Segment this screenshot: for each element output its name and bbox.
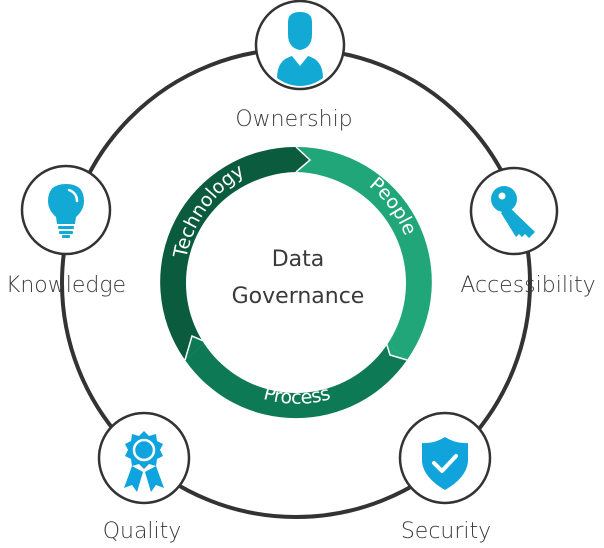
process-ring	[160, 146, 432, 419]
center-title-line1: Data	[272, 247, 325, 272]
node-label-knowledge: Knowledge	[6, 273, 126, 298]
award-ribbon-icon	[124, 431, 164, 492]
key-icon	[491, 186, 535, 238]
node-accessibility	[469, 166, 559, 256]
node-quality	[97, 411, 191, 505]
user-icon	[277, 12, 323, 86]
node-label-quality: Quality	[103, 519, 182, 544]
lightbulb-icon	[48, 184, 84, 238]
node-ownership	[254, 0, 346, 91]
shield-check-icon	[422, 437, 468, 490]
ring-segment-process	[185, 330, 407, 419]
ring-segment-people	[296, 146, 432, 360]
node-label-security: Security	[401, 519, 491, 544]
node-label-accessibility: Accessibility	[460, 273, 595, 298]
node-label-ownership: Ownership	[235, 107, 352, 132]
arrow-chevron-right	[385, 341, 408, 361]
ring-segment-technology	[160, 146, 296, 360]
node-security	[398, 411, 492, 505]
center-title-line2: Governance	[232, 284, 365, 309]
node-knowledge	[20, 164, 112, 256]
arrow-chevron-top	[295, 146, 312, 173]
arrow-chevron-left	[184, 334, 207, 361]
